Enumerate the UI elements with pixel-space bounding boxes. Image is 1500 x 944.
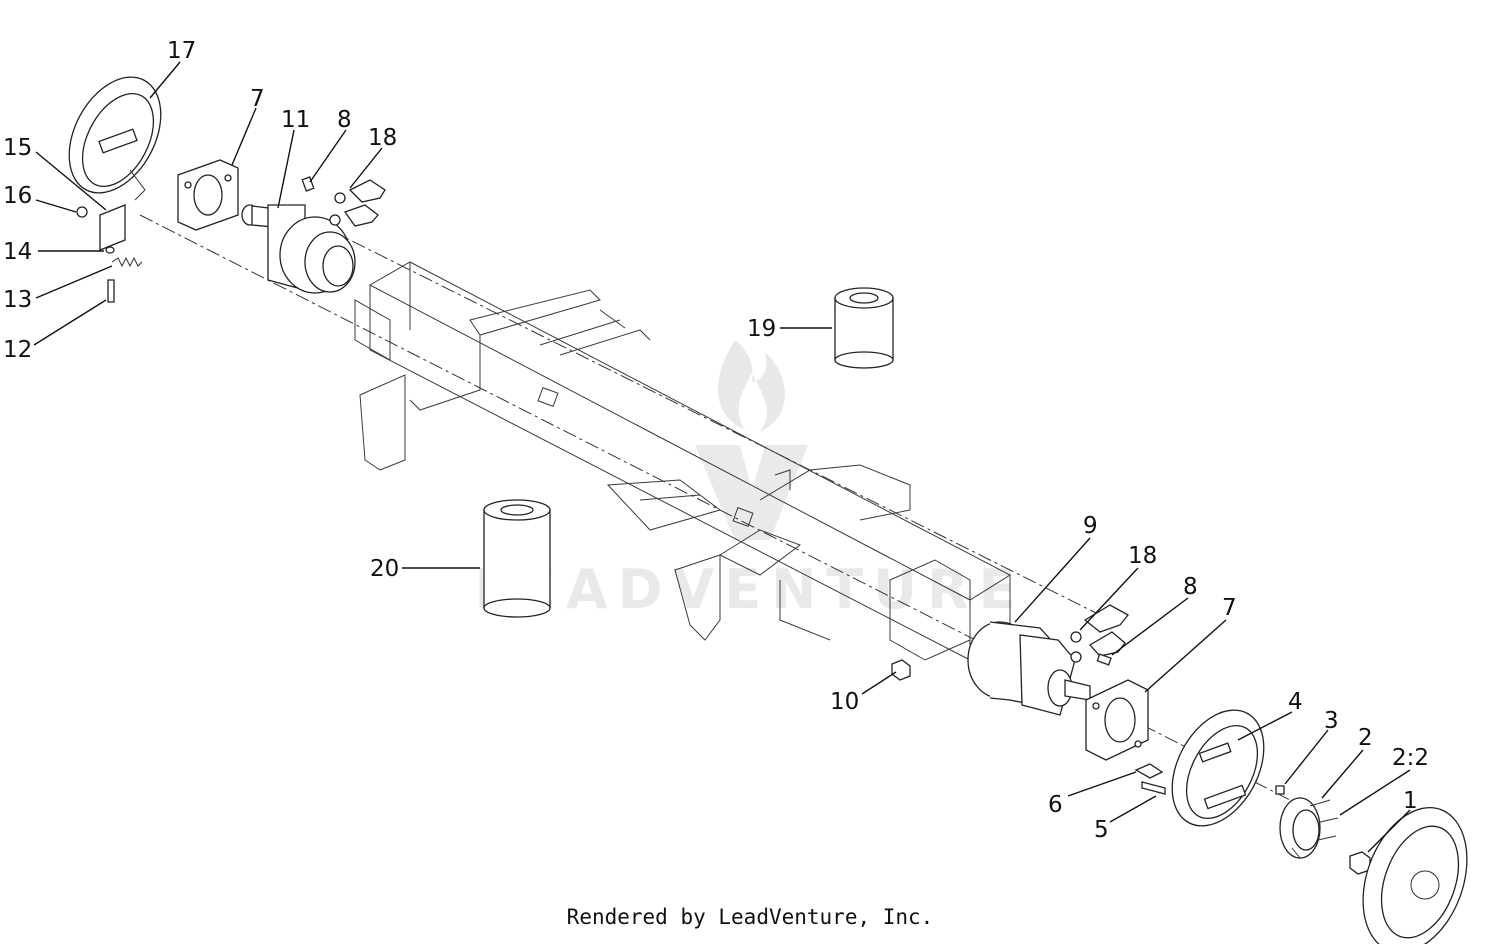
brake-backing-plate-right [1171, 709, 1265, 827]
callout-10: 10 [830, 689, 859, 715]
hub-2 [1279, 797, 1339, 859]
filter-20 [483, 499, 551, 618]
bracket-15 [99, 204, 126, 251]
callout-16: 16 [3, 183, 32, 209]
filter-19 [834, 287, 894, 369]
callout-17: 17 [167, 38, 196, 64]
callout-8-left: 8 [337, 107, 352, 133]
callout-labels: 17 7 11 8 18 15 16 14 13 12 19 9 18 8 7 … [3, 38, 1429, 843]
callout-6: 6 [1048, 792, 1063, 818]
wheel-motor-right [967, 621, 1091, 716]
fitting-right [1070, 604, 1129, 663]
pin-right [1096, 653, 1112, 666]
callout-5: 5 [1094, 817, 1109, 843]
mount-plate-left [177, 159, 239, 231]
callout-14: 14 [3, 239, 32, 265]
brake-drum [1362, 806, 1468, 944]
callout-2: 2 [1358, 725, 1373, 751]
screw-3 [1275, 785, 1285, 795]
callout-12: 12 [3, 337, 32, 363]
mount-plate-right [1085, 679, 1149, 761]
callout-1: 1 [1403, 788, 1418, 814]
nut-16 [76, 206, 88, 218]
bolt-12 [107, 279, 115, 303]
callout-7-right: 7 [1222, 595, 1237, 621]
wheel-motor-left [241, 204, 356, 294]
callout-11: 11 [281, 107, 310, 133]
nut-10 [891, 659, 911, 681]
brake-backing-plate-left [68, 76, 162, 201]
callout-4: 4 [1288, 689, 1303, 715]
bolt-5 [1141, 781, 1166, 795]
callout-15: 15 [3, 135, 32, 161]
spring-13 [111, 256, 143, 268]
callout-20: 20 [370, 556, 399, 582]
fitting-left [329, 179, 386, 227]
footer-credit: Rendered by LeadVenture, Inc. [566, 905, 934, 929]
callout-18-right: 18 [1128, 543, 1157, 569]
callout-18-left: 18 [368, 125, 397, 151]
callout-3: 3 [1324, 708, 1339, 734]
callout-7-left: 7 [250, 86, 265, 112]
callout-2-2: 2:2 [1392, 745, 1429, 771]
callout-19: 19 [747, 316, 776, 342]
clip-6 [1134, 763, 1164, 779]
washer-14 [105, 246, 115, 254]
callout-9: 9 [1083, 513, 1098, 539]
callout-13: 13 [3, 287, 32, 313]
watermark: LEADVENTURE [475, 340, 1026, 621]
callout-8-right: 8 [1183, 574, 1198, 600]
upper-centerline [329, 229, 1111, 621]
watermark-text: LEADVENTURE [475, 558, 1026, 621]
leader-lines [33, 61, 1411, 853]
